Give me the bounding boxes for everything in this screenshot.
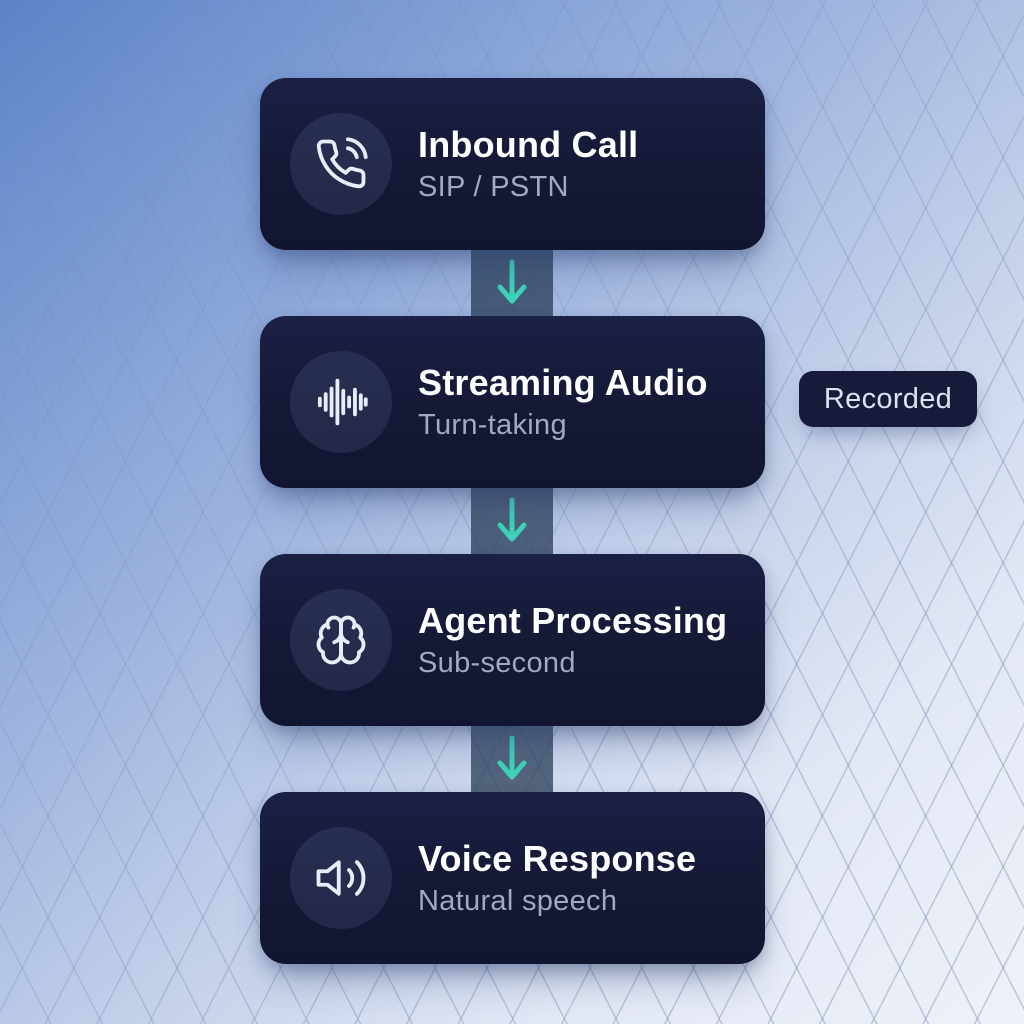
icon-circle <box>290 827 392 929</box>
step-subtitle: Sub-second <box>418 646 576 679</box>
step-card-streaming-audio: Streaming Audio Turn-taking <box>260 316 765 488</box>
step-subtitle: Natural speech <box>418 884 618 917</box>
icon-circle <box>290 589 392 691</box>
step-title: Streaming Audio <box>418 361 708 403</box>
icon-circle <box>290 113 392 215</box>
speaker-icon <box>316 860 366 896</box>
step-title: Agent Processing <box>418 599 728 641</box>
step-card-agent-processing: Agent Processing Sub-second <box>260 554 765 726</box>
step-card-voice-response: Voice Response Natural speech <box>260 792 765 964</box>
down-arrow-icon <box>497 259 527 304</box>
down-arrow-icon <box>497 497 527 542</box>
icon-circle <box>290 351 392 453</box>
step-card-inbound-call: Inbound Call SIP / PSTN <box>260 78 765 250</box>
recorded-badge: Recorded <box>799 371 977 427</box>
step-title: Inbound Call <box>418 123 639 165</box>
phone-call-icon <box>316 137 368 189</box>
step-subtitle: Turn-taking <box>418 408 567 441</box>
recorded-badge-label: Recorded <box>823 382 953 415</box>
down-arrow-icon <box>497 735 527 780</box>
step-title: Voice Response <box>418 837 697 879</box>
brain-icon <box>316 615 366 665</box>
audio-waveform-icon <box>317 378 368 426</box>
step-subtitle: SIP / PSTN <box>418 170 569 203</box>
